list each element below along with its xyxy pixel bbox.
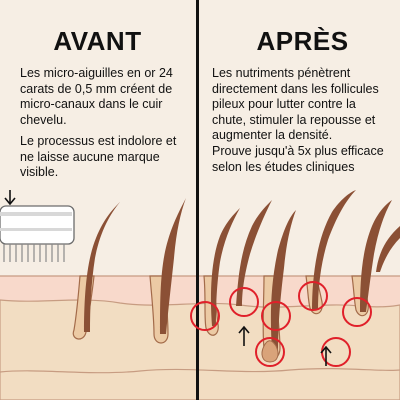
after-efficacy-note: Prouve jusqu'à 5x plus efficace selon le… [212,144,384,174]
dermis-layer [0,299,400,400]
before-description: Les micro-aiguilles en or 24 carats de 0… [20,66,173,127]
down-arrow-icon [4,190,16,206]
highlight-circle [190,301,220,331]
up-arrow-icon [238,325,250,346]
highlight-circle [298,281,328,311]
before-note: Le processus est indolore et ne laisse a… [20,134,177,179]
highlight-circle [261,301,291,331]
after-heading: APRÈS [256,26,349,56]
hair-left-1 [84,202,120,332]
up-arrow-icon [320,345,332,366]
highlight-circle [255,337,285,367]
panel-divider [196,0,199,400]
before-heading: AVANT [53,26,142,56]
highlight-circle [342,297,372,327]
hair-left-2 [160,198,186,334]
microneedle-roller-icon [0,205,75,262]
after-description: Les nutriments pénètrent directement dan… [212,66,379,142]
highlight-circle [229,287,259,317]
